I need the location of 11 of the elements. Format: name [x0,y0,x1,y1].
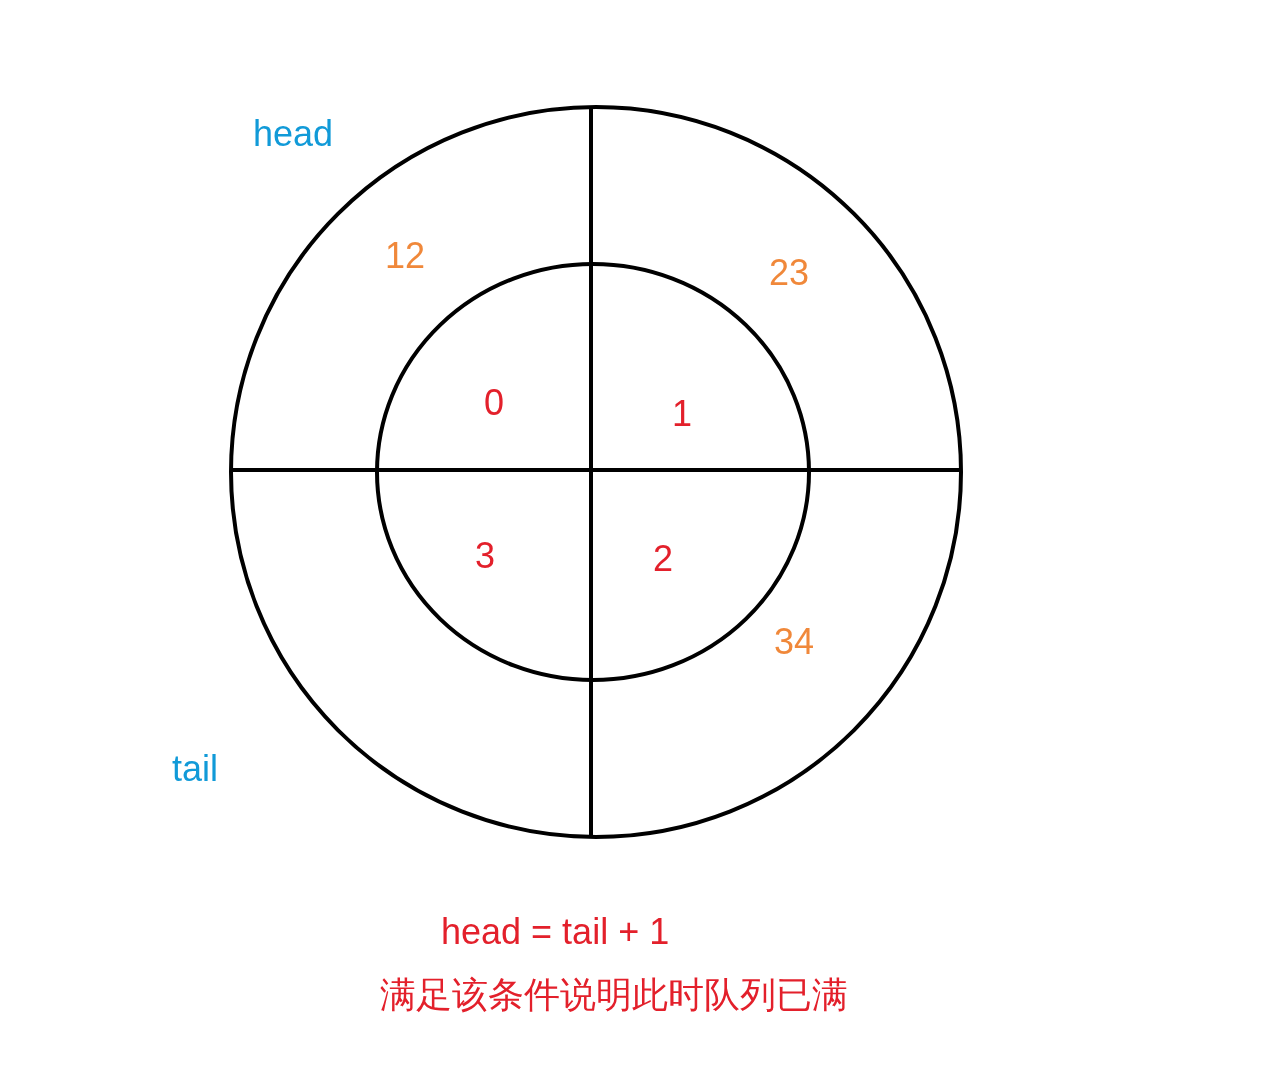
pointer-label: tail [172,747,219,791]
slot-index: 0 [484,381,505,425]
slot-index: 1 [672,392,693,436]
value-label: 23 [769,251,810,295]
slot-index: 2 [653,537,674,581]
value-label: 12 [385,234,426,278]
formula-text: head = tail + 1 [441,910,670,954]
note-text: 满足该条件说明此时队列已满 [380,973,848,1017]
slot-index: 3 [475,534,496,578]
pointer-label: head [253,112,334,156]
value-label: 34 [774,620,815,664]
